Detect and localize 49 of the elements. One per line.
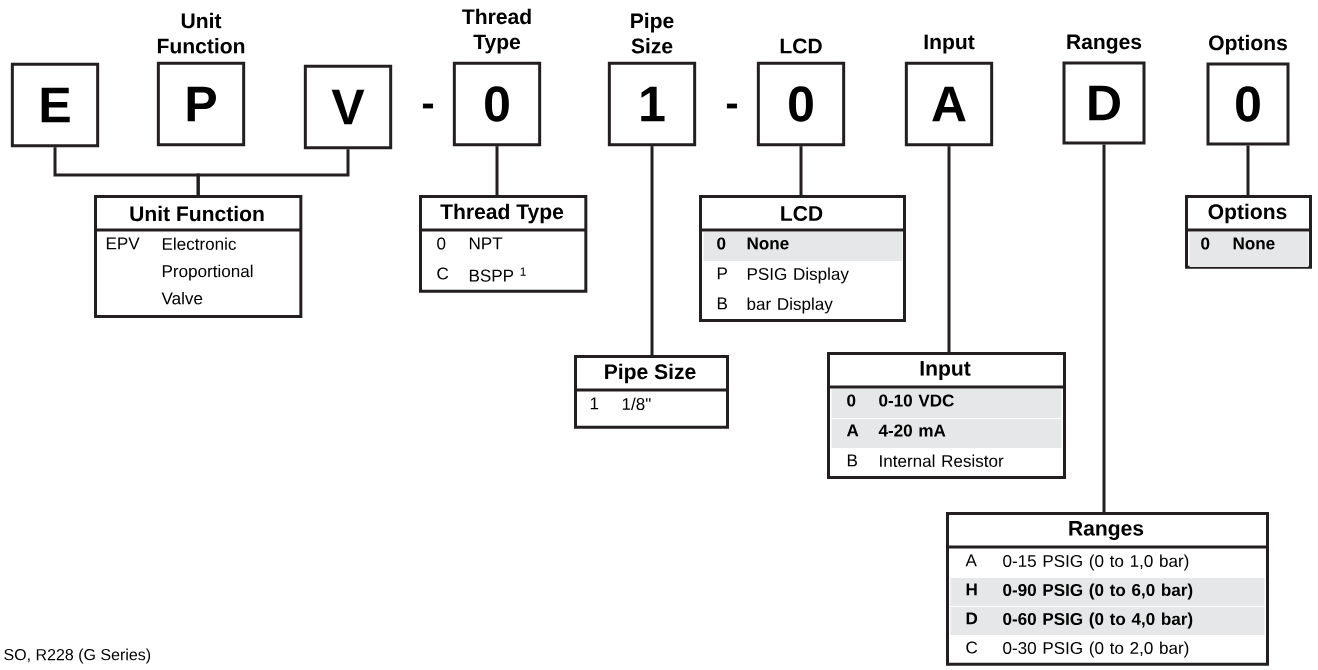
connector-line (1102, 144, 1106, 512)
table-row: A 0-15 PSIG (0 to 1,0 bar) (965, 554, 1189, 571)
code-box: 0 (756, 61, 846, 147)
connector-line (650, 146, 654, 355)
table-row: B bar Display (717, 297, 833, 314)
table-row: C 0-30 PSIG (0 to 2,0 bar) (966, 641, 1189, 658)
node-label: 0-90 PSIG (0 to 6,0 bar) (1003, 583, 1193, 600)
code-box: V (303, 64, 393, 150)
code-box: E (10, 62, 100, 148)
code-heading: Options (1209, 34, 1287, 55)
connector-line (947, 146, 951, 352)
code-heading: Pipe Size (631, 12, 674, 54)
node-label: 0-60 PSIG (0 to 4,0 bar) (1003, 612, 1193, 629)
table-row: C BSPP $^{1}$ (437, 267, 526, 282)
node-label: A (846, 424, 859, 437)
code-heading: Unit Function (157, 12, 245, 54)
code-box: 1 (607, 61, 697, 147)
table-row: P PSIG Display (717, 267, 849, 284)
table-row: EPV Electronic Proportional Valve (106, 237, 253, 305)
highlighted-row: 0 None (703, 232, 903, 262)
code-box: A (904, 61, 994, 147)
footnote-text: SO, R228 (G Series) (4, 648, 151, 664)
table-row: 0 NPT (437, 237, 503, 250)
table-row: 1 1/8" (590, 397, 651, 411)
connector-line (495, 146, 499, 195)
code-box: P (156, 61, 246, 147)
highlighted-row: 0 0-10 VDC (831, 389, 1062, 419)
node-label: 4-20 mA (878, 424, 946, 437)
dash-separator: - (422, 103, 434, 109)
node-label: 0-10 VDC (879, 394, 954, 407)
connector-line (196, 149, 350, 195)
code-heading: Ranges (1067, 34, 1142, 54)
highlighted-row: 0 None (1189, 232, 1309, 267)
code-heading: Input (924, 34, 975, 54)
highlighted-row: D 0-60 PSIG (0 to 4,0 bar) (950, 607, 1265, 635)
node-label: H (966, 583, 977, 596)
code-heading: LCD (780, 38, 822, 54)
code-heading: Thread Type (462, 8, 531, 54)
node-label: 0 (847, 394, 856, 407)
highlighted-row: A 4-20 mA (831, 419, 1062, 449)
connector-line (1246, 145, 1250, 195)
code-box: 0 (1206, 62, 1290, 146)
code-box: 0 (452, 61, 542, 147)
highlighted-row: H 0-90 PSIG (0 to 6,0 bar) (950, 578, 1265, 606)
dash-separator: - (726, 103, 738, 109)
code-box: D (1062, 61, 1146, 145)
connector-line (799, 146, 803, 195)
table-row: B Internal Resistor (847, 454, 1004, 468)
node-label: D (966, 612, 978, 625)
